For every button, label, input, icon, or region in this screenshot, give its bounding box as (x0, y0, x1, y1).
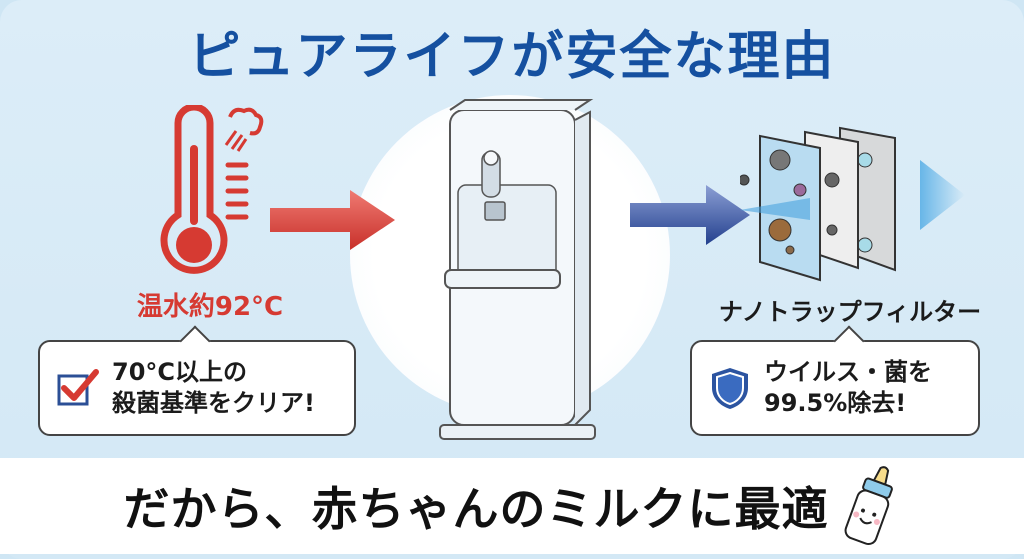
callout-line-1: ウイルス・菌を (764, 357, 932, 386)
sterilization-callout: 70°C以上の 殺菌基準をクリア! (38, 340, 356, 436)
arrow-right-red-icon (270, 190, 395, 250)
shield-icon (712, 368, 748, 409)
page-title: ピュアライフが安全な理由 (188, 27, 836, 87)
banner-text: だから、赤ちゃんのミルクに最適 (123, 482, 829, 536)
arrow-right-blue-icon (630, 185, 750, 245)
water-dispenser-image (439, 99, 596, 440)
callout-line-2: 99.5%除去! (764, 389, 907, 417)
callout-line-2: 殺菌基準をクリア! (112, 389, 315, 417)
checkbox-checked-icon (57, 369, 99, 406)
temperature-label: 温水約92°C (136, 292, 284, 322)
filtration-callout: ウイルス・菌を 99.5%除去! (690, 340, 980, 436)
filter-layers-icon (740, 126, 965, 282)
baby-bottle-icon (844, 466, 893, 545)
callout-line-1: 70°C以上の (112, 357, 248, 386)
thermometer-icon (160, 105, 264, 274)
filter-label: ナノトラップフィルター (718, 298, 982, 326)
bottom-banner: だから、赤ちゃんのミルクに最適 (0, 458, 1024, 554)
